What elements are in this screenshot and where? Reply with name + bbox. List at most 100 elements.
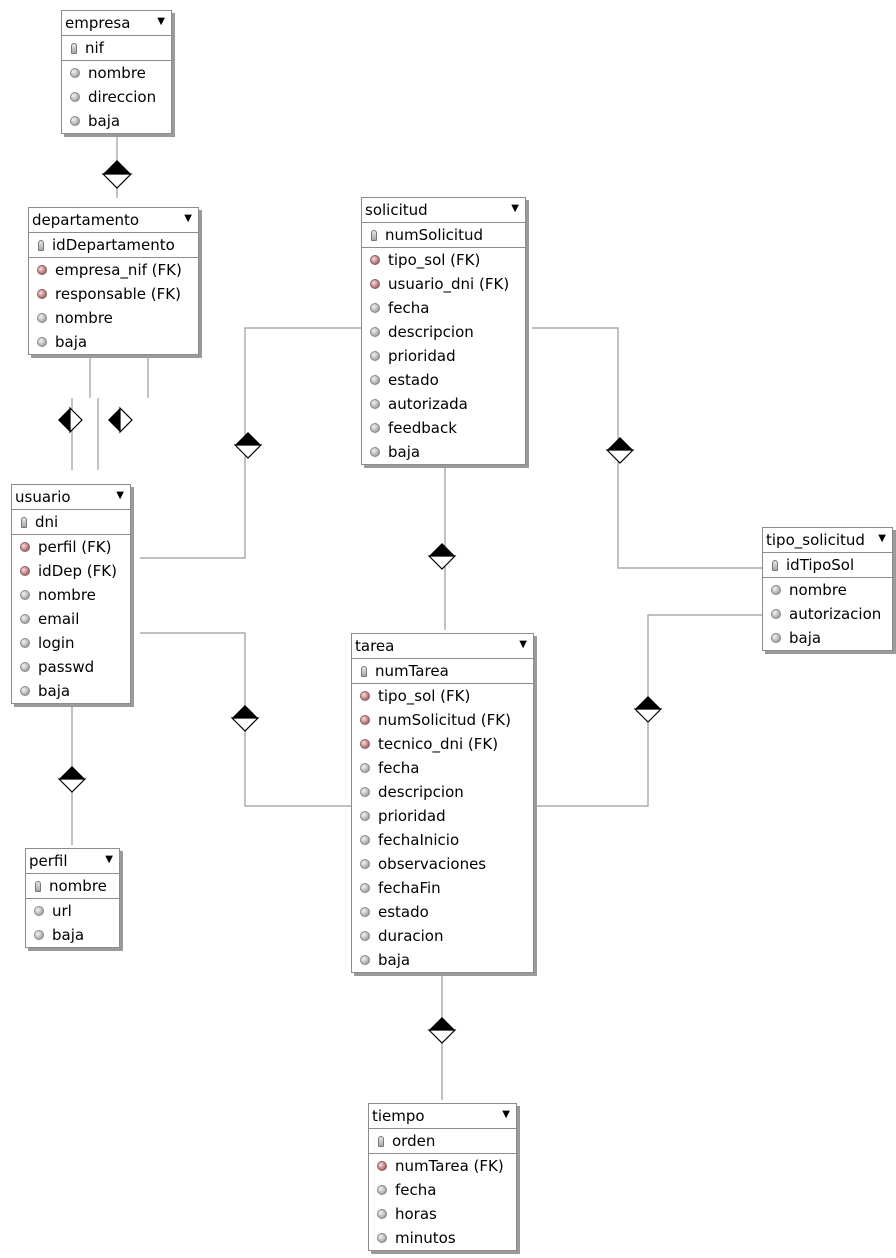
column-row[interactable]: estado bbox=[362, 368, 525, 392]
column-row[interactable]: prioridad bbox=[362, 344, 525, 368]
column-name: numSolicitud (FK) bbox=[378, 711, 511, 729]
primary-key-row[interactable]: nif bbox=[62, 36, 171, 61]
table-header[interactable]: tarea ▼ bbox=[352, 634, 533, 659]
column-row[interactable]: idDep (FK) bbox=[12, 559, 130, 583]
column-row[interactable]: baja bbox=[352, 948, 533, 972]
column-dot-icon bbox=[360, 811, 370, 821]
column-row[interactable]: numTarea (FK) bbox=[369, 1154, 516, 1178]
table-header[interactable]: usuario ▼ bbox=[12, 485, 130, 510]
column-row[interactable]: autorizacion bbox=[763, 602, 892, 626]
column-row[interactable]: email bbox=[12, 607, 130, 631]
chevron-down-icon[interactable]: ▼ bbox=[116, 490, 124, 501]
table-header[interactable]: empresa ▼ bbox=[62, 11, 171, 36]
column-name: dni bbox=[35, 513, 59, 531]
chevron-down-icon[interactable]: ▼ bbox=[878, 533, 886, 544]
column-row[interactable]: baja bbox=[26, 923, 119, 947]
column-name: orden bbox=[392, 1132, 436, 1150]
column-row[interactable]: autorizada bbox=[362, 392, 525, 416]
column-name: idTipoSol bbox=[786, 556, 855, 574]
primary-key-row[interactable]: orden bbox=[369, 1129, 516, 1154]
table-solicitud[interactable]: solicitud ▼ numSolicitud tipo_sol (FK)usu… bbox=[361, 197, 526, 465]
column-row[interactable]: responsable (FK) bbox=[29, 282, 198, 306]
column-row[interactable]: tipo_sol (FK) bbox=[362, 248, 525, 272]
primary-key-row[interactable]: idTipoSol bbox=[763, 553, 892, 578]
column-row[interactable]: empresa_nif (FK) bbox=[29, 258, 198, 282]
column-row[interactable]: baja bbox=[12, 679, 130, 703]
connector-departamento-usuario-2 bbox=[97, 358, 149, 470]
column-row[interactable]: descripcion bbox=[352, 780, 533, 804]
table-usuario[interactable]: usuario ▼ dni perfil (FK)idDep (FK)nombre… bbox=[11, 484, 131, 704]
column-row[interactable]: feedback bbox=[362, 416, 525, 440]
column-row[interactable]: fecha bbox=[362, 296, 525, 320]
column-row[interactable]: url bbox=[26, 899, 119, 923]
diamond-icon bbox=[57, 766, 87, 793]
column-row[interactable]: estado bbox=[352, 900, 533, 924]
table-header[interactable]: tiempo ▼ bbox=[369, 1104, 516, 1129]
table-perfil[interactable]: perfil ▼ nombre url baja bbox=[25, 848, 120, 948]
column-row[interactable]: passwd bbox=[12, 655, 130, 679]
column-name: nombre bbox=[49, 877, 107, 895]
table-header[interactable]: solicitud ▼ bbox=[362, 198, 525, 223]
table-header[interactable]: tipo_solicitud ▼ bbox=[763, 528, 892, 553]
column-row[interactable]: baja bbox=[362, 440, 525, 464]
column-dot-icon bbox=[70, 68, 80, 78]
column-row[interactable]: perfil (FK) bbox=[12, 535, 130, 559]
column-row[interactable]: baja bbox=[62, 109, 171, 133]
column-row[interactable]: usuario_dni (FK) bbox=[362, 272, 525, 296]
column-row[interactable]: direccion bbox=[62, 85, 171, 109]
table-header[interactable]: perfil ▼ bbox=[26, 849, 119, 874]
column-row[interactable]: baja bbox=[763, 626, 892, 650]
column-dot-icon bbox=[370, 255, 380, 265]
column-row[interactable]: nombre bbox=[62, 61, 171, 85]
column-dot-icon bbox=[771, 585, 781, 595]
column-row[interactable]: fecha bbox=[352, 756, 533, 780]
column-name: baja bbox=[52, 926, 85, 944]
column-row[interactable]: nombre bbox=[763, 578, 892, 602]
column-row[interactable]: duracion bbox=[352, 924, 533, 948]
column-row[interactable]: tipo_sol (FK) bbox=[352, 684, 533, 708]
primary-key-row[interactable]: dni bbox=[12, 510, 130, 535]
column-dot-icon bbox=[370, 351, 380, 361]
column-row[interactable]: fecha bbox=[369, 1178, 516, 1202]
column-row[interactable]: baja bbox=[29, 330, 198, 354]
primary-key-row[interactable]: nombre bbox=[26, 874, 119, 899]
column-name: responsable (FK) bbox=[55, 285, 181, 303]
column-row[interactable]: fechaInicio bbox=[352, 828, 533, 852]
primary-key-row[interactable]: numTarea bbox=[352, 659, 533, 684]
column-row[interactable]: nombre bbox=[12, 583, 130, 607]
column-name: estado bbox=[378, 903, 429, 921]
column-name: login bbox=[38, 634, 75, 652]
column-dot-icon bbox=[360, 955, 370, 965]
column-row[interactable]: minutos bbox=[369, 1226, 516, 1250]
column-row[interactable]: login bbox=[12, 631, 130, 655]
primary-key-row[interactable]: idDepartamento bbox=[29, 233, 198, 258]
table-header[interactable]: departamento ▼ bbox=[29, 208, 198, 233]
column-row[interactable]: numSolicitud (FK) bbox=[352, 708, 533, 732]
column-row[interactable]: fechaFin bbox=[352, 876, 533, 900]
chevron-down-icon[interactable]: ▼ bbox=[519, 639, 527, 650]
column-name: estado bbox=[388, 371, 439, 389]
column-row[interactable]: prioridad bbox=[352, 804, 533, 828]
column-name: idDepartamento bbox=[52, 236, 175, 254]
chevron-down-icon[interactable]: ▼ bbox=[184, 213, 192, 224]
column-row[interactable]: descripcion bbox=[362, 320, 525, 344]
primary-key-row[interactable]: numSolicitud bbox=[362, 223, 525, 248]
column-name: fecha bbox=[388, 299, 430, 317]
chevron-down-icon[interactable]: ▼ bbox=[511, 203, 519, 214]
diamond-icon bbox=[58, 406, 83, 434]
column-dot-icon bbox=[370, 399, 380, 409]
chevron-down-icon[interactable]: ▼ bbox=[157, 16, 165, 27]
column-row[interactable]: nombre bbox=[29, 306, 198, 330]
table-departamento[interactable]: departamento ▼ idDepartamento empresa_nif… bbox=[28, 207, 199, 355]
column-row[interactable]: observaciones bbox=[352, 852, 533, 876]
column-row[interactable]: tecnico_dni (FK) bbox=[352, 732, 533, 756]
chevron-down-icon[interactable]: ▼ bbox=[105, 854, 113, 865]
column-dot-icon bbox=[370, 375, 380, 385]
chevron-down-icon[interactable]: ▼ bbox=[502, 1109, 510, 1120]
column-name: numSolicitud bbox=[385, 226, 483, 244]
column-row[interactable]: horas bbox=[369, 1202, 516, 1226]
